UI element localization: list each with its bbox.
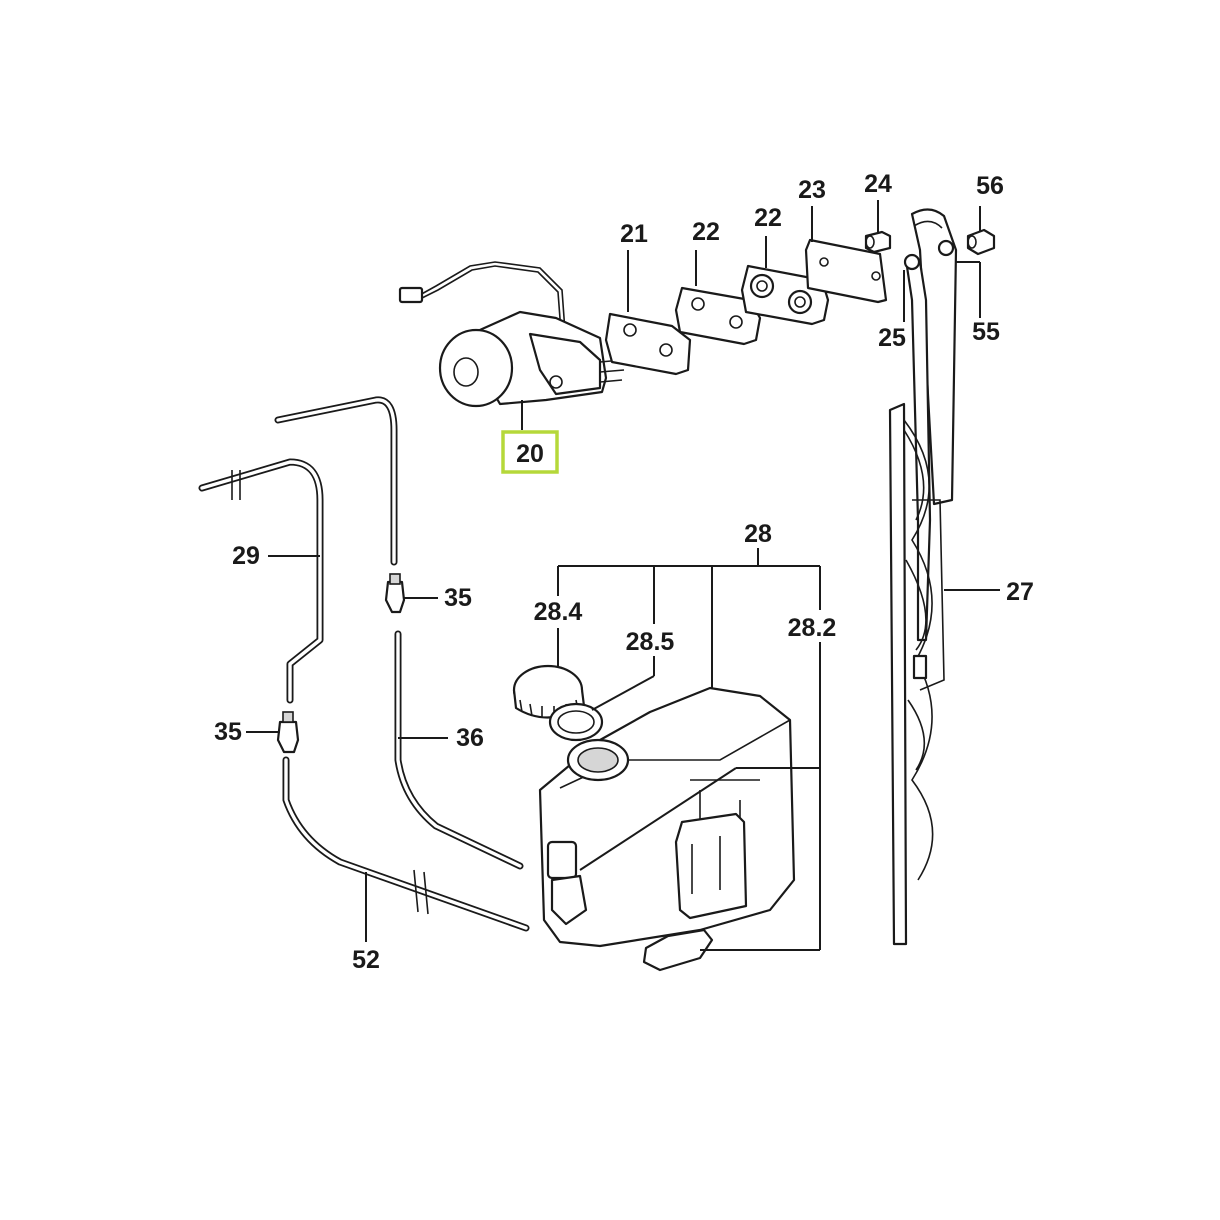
connector-35-lower[interactable] — [276, 711, 300, 754]
hose-top[interactable] — [274, 396, 398, 566]
hose-29[interactable] — [198, 458, 324, 704]
callout-28-2[interactable]: 28.2 — [788, 614, 837, 642]
callout-29[interactable]: 29 — [232, 542, 260, 570]
connector-plug — [398, 286, 424, 304]
callout-35-upper[interactable]: 35 — [444, 584, 472, 612]
nut-56[interactable] — [966, 228, 996, 256]
callout-21[interactable]: 21 — [620, 220, 648, 248]
callout-25[interactable]: 25 — [878, 324, 906, 352]
callout-22-a[interactable]: 22 — [692, 218, 720, 246]
callout-36[interactable]: 36 — [456, 724, 484, 752]
bracket-21[interactable] — [604, 312, 692, 376]
connector-35-upper[interactable] — [384, 573, 406, 614]
callout-20[interactable]: 20 — [516, 440, 544, 468]
pump-outlet — [546, 840, 578, 880]
wiper-blade-27[interactable] — [888, 402, 945, 946]
bushing-24[interactable] — [864, 230, 892, 254]
wiper-arm[interactable] — [903, 208, 958, 642]
hose-36[interactable] — [394, 630, 524, 870]
reservoir-cap-28-4[interactable] — [512, 664, 586, 719]
callout-27[interactable]: 27 — [1006, 578, 1034, 606]
plate-22-b[interactable] — [740, 264, 830, 326]
leader-lines — [246, 200, 1000, 951]
callout-56[interactable]: 56 — [976, 172, 1004, 200]
callout-52[interactable]: 52 — [352, 946, 380, 974]
callout-28-5[interactable]: 28.5 — [626, 628, 675, 656]
callout-24[interactable]: 24 — [864, 170, 892, 198]
callout-55[interactable]: 55 — [972, 318, 1000, 346]
gasket-28-5[interactable] — [548, 702, 604, 742]
hose-52[interactable] — [282, 756, 530, 932]
selected-part-highlight — [501, 430, 559, 474]
callout-23[interactable]: 23 — [798, 176, 826, 204]
wiper-motor[interactable] — [398, 261, 625, 430]
plate-22-a[interactable] — [674, 286, 762, 346]
plate-23[interactable] — [804, 238, 888, 304]
pivot-25 — [903, 253, 921, 271]
callout-22-b[interactable]: 22 — [754, 204, 782, 232]
callout-28-4[interactable]: 28.4 — [534, 598, 583, 626]
callout-35-lower[interactable]: 35 — [214, 718, 242, 746]
callout-28[interactable]: 28 — [744, 520, 772, 548]
pivot-55 — [937, 239, 955, 257]
washer-reservoir[interactable] — [538, 686, 796, 972]
